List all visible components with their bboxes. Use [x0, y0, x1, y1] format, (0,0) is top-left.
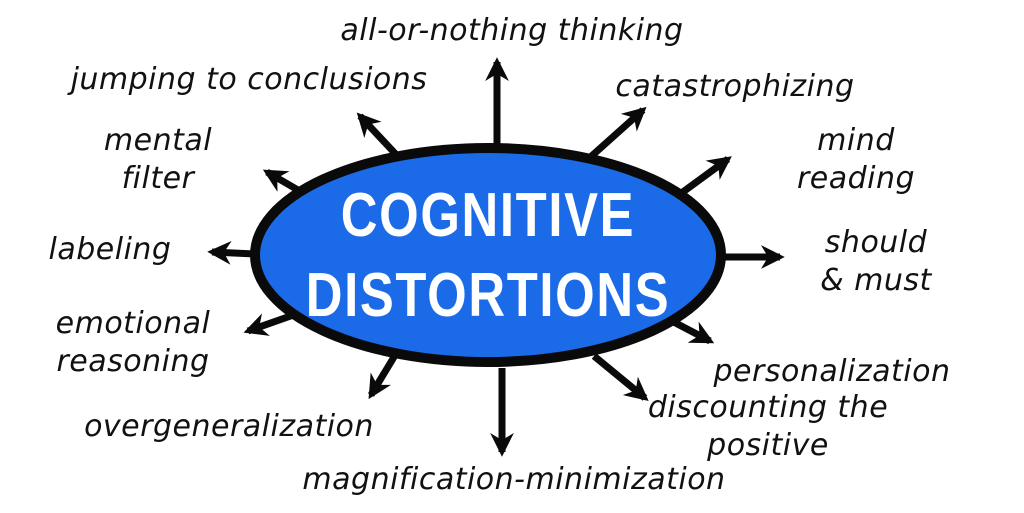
arrow-discounting-the-positive: [591, 353, 649, 402]
center-title-line2: DISTORTIONS: [305, 261, 671, 330]
label-emotional-reasoning: emotional reasoning: [55, 306, 211, 379]
arrow-labeling: [207, 240, 257, 265]
arrow-catastrophizing: [583, 106, 647, 164]
label-jumping-to-conclusions: jumping to conclusions: [70, 62, 428, 97]
arrow-mind-reading: [673, 156, 732, 200]
label-discounting-the-positive: discounting the positive: [647, 390, 889, 463]
center-title: COGNITIVE DISTORTIONS: [306, 176, 671, 336]
label-should-must: should & must: [820, 225, 932, 298]
label-labeling: labeling: [48, 232, 172, 267]
label-mind-reading: mind reading: [796, 123, 916, 196]
label-catastrophizing: catastrophizing: [615, 69, 855, 104]
label-personalization: personalization: [713, 354, 951, 389]
label-mental-filter: mental filter: [103, 123, 213, 196]
label-magnification-minimization: magnification-minimization: [302, 462, 726, 497]
center-title-line1: COGNITIVE: [340, 181, 636, 250]
arrow-overgeneralization: [368, 350, 400, 400]
label-overgeneralization: overgeneralization: [84, 409, 374, 444]
central-ellipse: [250, 143, 726, 367]
label-all-or-nothing-thinking: all-or-nothing thinking: [340, 13, 684, 48]
